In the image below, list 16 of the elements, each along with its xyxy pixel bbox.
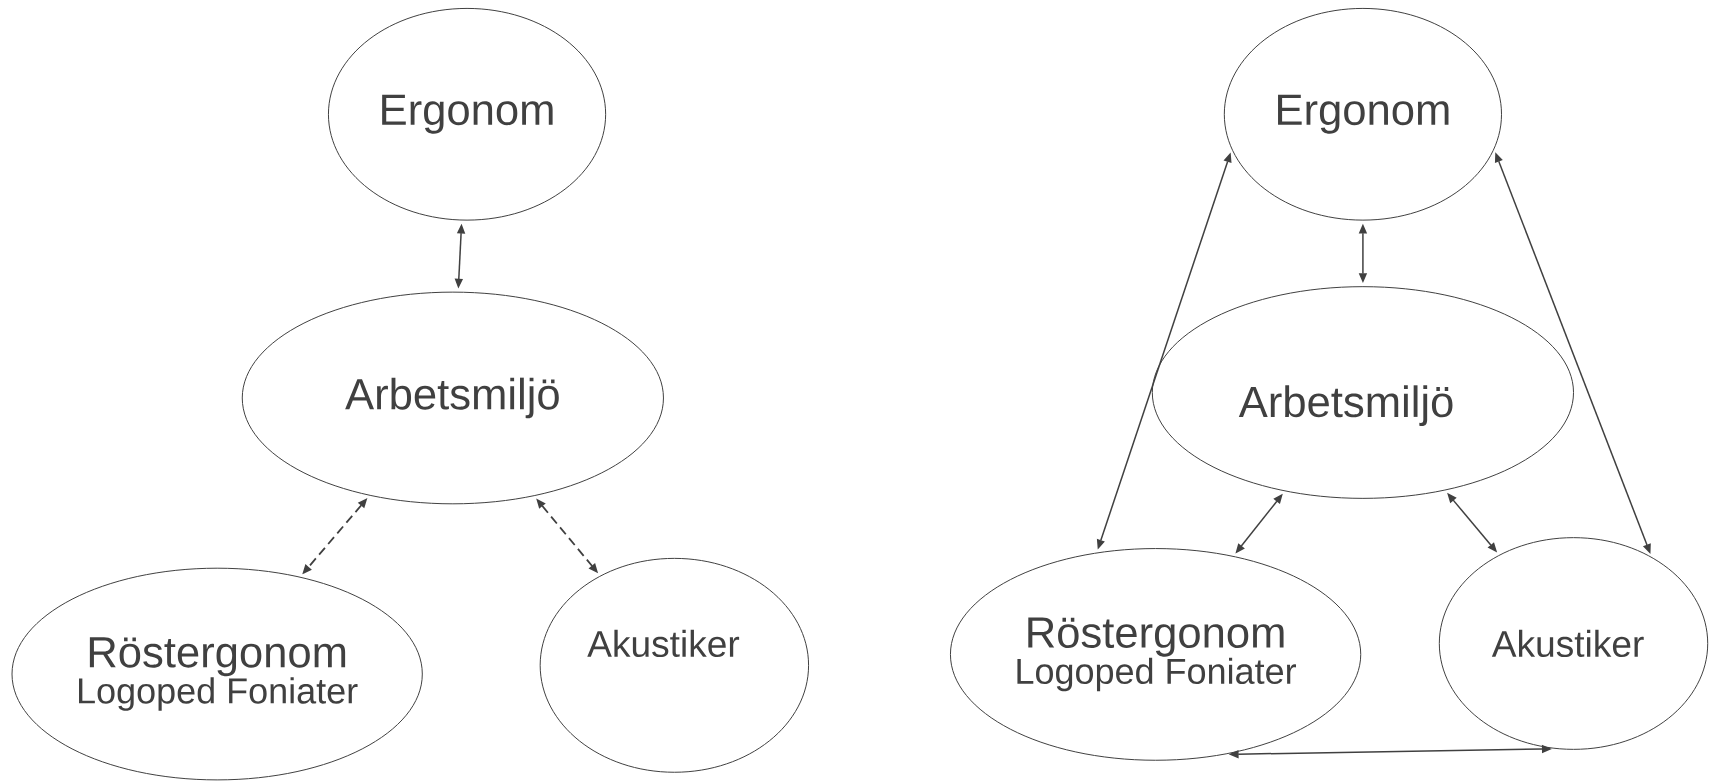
ellipse-node [539, 557, 810, 773]
node-label: Akustiker [1491, 629, 1644, 658]
ellipse-node [241, 291, 664, 505]
node-label: Akustiker [587, 629, 740, 658]
ellipse-node [11, 567, 423, 781]
ellipse-node [1438, 537, 1709, 750]
ellipse-node [327, 7, 607, 221]
node-label: Arbetsmiljö [345, 377, 559, 419]
ellipse-node [1223, 7, 1502, 221]
node-label: Röstergonom Logoped Foniater [79, 637, 358, 711]
node-label: Röstergonom Logoped Foniater [1017, 617, 1296, 692]
ellipse-node [1151, 286, 1574, 499]
ellipse-node [949, 548, 1362, 761]
node-label: Ergonom [1278, 94, 1449, 134]
node-label: Arbetsmiljö [1238, 385, 1453, 426]
node-label: Ergonom [382, 94, 553, 134]
